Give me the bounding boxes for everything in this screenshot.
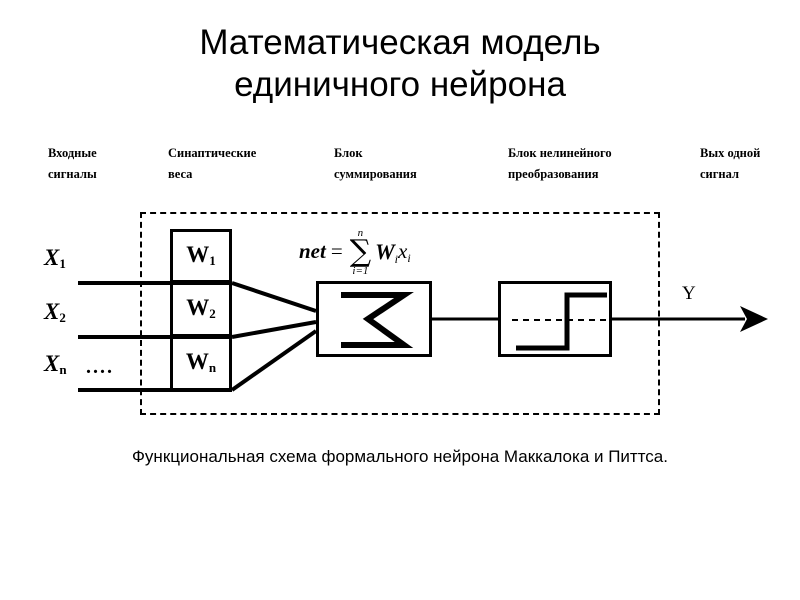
input-symbol-x1: X [44,245,60,270]
column-header-nonlinear: Блок нелинейного преобразования [508,143,612,185]
column-header-inputs-line-2: сигналы [48,167,97,181]
column-header-inputs: Входные сигналы [48,143,97,185]
column-header-nonlinear-line-1: Блок нелинейного [508,146,612,160]
formula-input-symbol: x [398,239,408,263]
input-subscript-x1: 1 [59,256,66,271]
formula-weight-symbol: W [375,238,395,264]
page-title: Математическая модель единичного нейрона [60,22,740,106]
input-label-x1: X1 [44,246,66,272]
weight-box-wn: Wn [170,337,232,391]
column-header-weights: Синаптические веса [168,143,256,185]
column-header-output-line-2: сигнал [700,167,740,181]
formula-sum-symbol: ∑ [349,234,372,269]
weight-to-sum-wire-2 [231,320,317,339]
weight-symbol-wn: W [185,348,209,374]
column-header-weights-line-2: веса [168,167,193,181]
input-subscript-x2: 2 [59,310,66,325]
formula-weight-subscript: i [394,251,399,266]
weight-label-w1: W1 [186,243,216,269]
weight-label-wn: Wn [186,350,216,376]
formula-sum-upper-limit: n [357,227,364,239]
output-label-y: Y [682,283,696,304]
formula-lhs: net [299,239,326,263]
column-header-weights-line-1: Синаптические [168,146,257,160]
weight-symbol-w2: W [186,294,210,320]
input-label-xn: Xn [44,352,67,378]
input-ellipsis: .... [86,356,114,378]
formula-input-subscript: i [407,251,411,265]
input-symbol-xn: X [44,351,60,376]
column-header-output-line-1: Вых одной [700,146,761,160]
weight-subscript-w1: 1 [209,253,216,268]
column-header-summation: Блок суммирования [334,143,417,185]
weight-label-w2: W2 [186,296,216,322]
input-subscript-xn: n [59,362,67,377]
weight-to-sum-wire-1 [231,281,317,313]
column-header-output: Вых одной сигнал [700,143,760,185]
formula-weight-term: Wi [375,238,399,266]
summation-block [316,281,432,357]
page-title-line-2: единичного нейрона [234,65,566,104]
nonlinear-activation-block [498,281,612,357]
formula-sum-lower-limit: i=1 [352,265,369,277]
weight-box-w1: W1 [170,229,232,283]
weight-to-sum-wire-n [230,329,318,392]
page-title-line-1: Математическая модель [199,23,601,62]
column-header-summation-line-1: Блок [334,146,363,160]
output-arrow-head [740,306,768,332]
figure-caption: Функциональная схема формального нейрона… [132,447,668,466]
formula-equals: = [330,239,343,263]
weight-subscript-w2: 2 [209,305,216,321]
neuron-boundary-dashed-box [140,212,660,415]
sigma-glyph [341,292,414,348]
column-header-summation-line-2: суммирования [334,167,417,181]
weight-symbol-w1: W [186,242,210,267]
input-symbol-x2: X [44,299,60,324]
input-label-x2: X2 [44,300,66,326]
column-header-nonlinear-line-2: преобразования [508,167,599,181]
formula-input-term: xi [398,239,411,265]
weight-box-w2: W2 [170,283,232,337]
formula-summation: n ∑ i=1 [350,228,371,277]
step-function-curve [516,292,607,351]
weight-subscript-wn: n [208,359,217,375]
net-input-formula: net = n ∑ i=1 Wi xi [299,227,411,277]
column-header-inputs-line-1: Входные [48,146,97,160]
